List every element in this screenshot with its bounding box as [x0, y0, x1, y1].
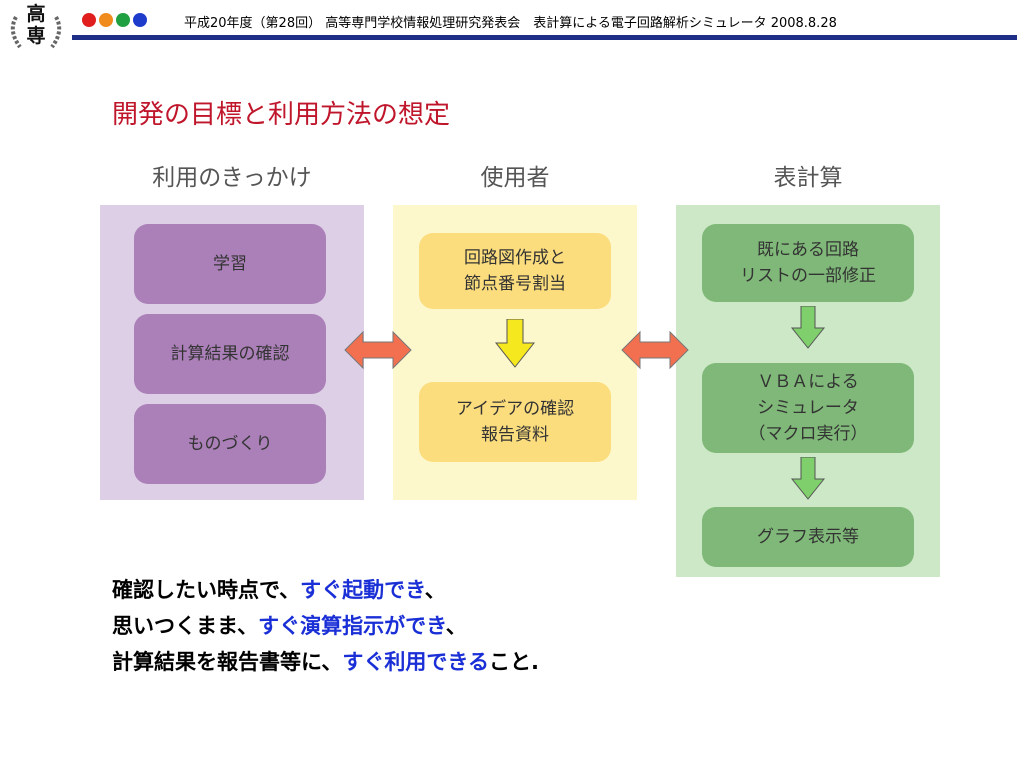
box-label: 学習 — [213, 254, 247, 274]
panel-middle: 回路図作成と 節点番号割当 アイデアの確認 報告資料 — [393, 205, 637, 500]
conclusion-line-3: 計算結果を報告書等に、すぐ利用できること. — [112, 650, 539, 674]
box-graph-display: グラフ表示等 — [702, 507, 914, 567]
arrow-down-icon — [790, 457, 826, 500]
arrow-down-icon — [494, 319, 536, 368]
column-heading-left: 利用のきっかけ — [152, 165, 312, 191]
dot-orange — [99, 13, 113, 27]
emphasis: すぐ利用できる — [342, 650, 489, 674]
arrow-down-icon — [790, 306, 826, 349]
dot-blue — [133, 13, 147, 27]
box-check-results: 計算結果の確認 — [134, 314, 326, 394]
box-learning: 学習 — [134, 224, 326, 304]
column-heading-middle: 使用者 — [480, 165, 550, 191]
box-label-line: アイデアの確認 — [455, 399, 575, 419]
box-vba-simulator: ＶＢＡによる シミュレータ （マクロ実行） — [702, 363, 914, 453]
panel-right: 既にある回路 リストの一部修正 ＶＢＡによる シミュレータ （マクロ実行） グラ… — [676, 205, 940, 577]
box-label-line: シミュレータ — [757, 398, 859, 418]
box-manufacturing: ものづくり — [134, 404, 326, 484]
dot-green — [116, 13, 130, 27]
laurel-icon — [10, 16, 62, 49]
double-arrow-left-icon — [344, 330, 412, 370]
double-arrow-right-icon — [621, 330, 689, 370]
box-label-line: 回路図作成と — [464, 248, 566, 268]
box-draw-circuit: 回路図作成と 節点番号割当 — [419, 233, 611, 309]
box-label-line: （マクロ実行） — [748, 424, 868, 444]
box-label: 計算結果の確認 — [170, 344, 290, 364]
box-label-line: 節点番号割当 — [464, 274, 566, 294]
box-label-line: グラフ表示等 — [757, 527, 859, 547]
box-label: ものづくり — [187, 434, 273, 454]
box-label-line: 報告資料 — [481, 425, 549, 445]
status-dots — [82, 13, 147, 29]
header-text: 平成20年度（第28回） 高等専門学校情報処理研究発表会 表計算による電子回路解… — [184, 16, 837, 31]
dot-red — [82, 13, 96, 27]
box-edit-netlist: 既にある回路 リストの一部修正 — [702, 224, 914, 302]
conclusion-line-2: 思いつくまま、すぐ演算指示ができ、 — [112, 614, 467, 638]
emphasis: すぐ起動でき — [300, 578, 425, 602]
panel-left: 学習 計算結果の確認 ものづくり — [100, 205, 364, 500]
page-title: 開発の目標と利用方法の想定 — [112, 100, 451, 130]
conclusion-line-1: 確認したい時点で、すぐ起動でき、 — [112, 578, 446, 602]
column-heading-right: 表計算 — [773, 165, 843, 191]
emphasis: すぐ演算指示ができ — [258, 614, 446, 638]
logo-char-top: 高 — [26, 3, 46, 25]
logo-char-bottom: 専 — [26, 25, 46, 47]
box-label-line: 既にある回路 — [757, 240, 859, 260]
school-logo: 高 専 — [6, 3, 66, 49]
conclusion-text: 確認したい時点で、すぐ起動でき、 思いつくまま、すぐ演算指示ができ、 計算結果を… — [112, 572, 539, 680]
header-divider — [72, 35, 1017, 40]
box-idea-check: アイデアの確認 報告資料 — [419, 382, 611, 462]
box-label-line: ＶＢＡによる — [757, 372, 859, 392]
box-label-line: リストの一部修正 — [740, 266, 876, 286]
